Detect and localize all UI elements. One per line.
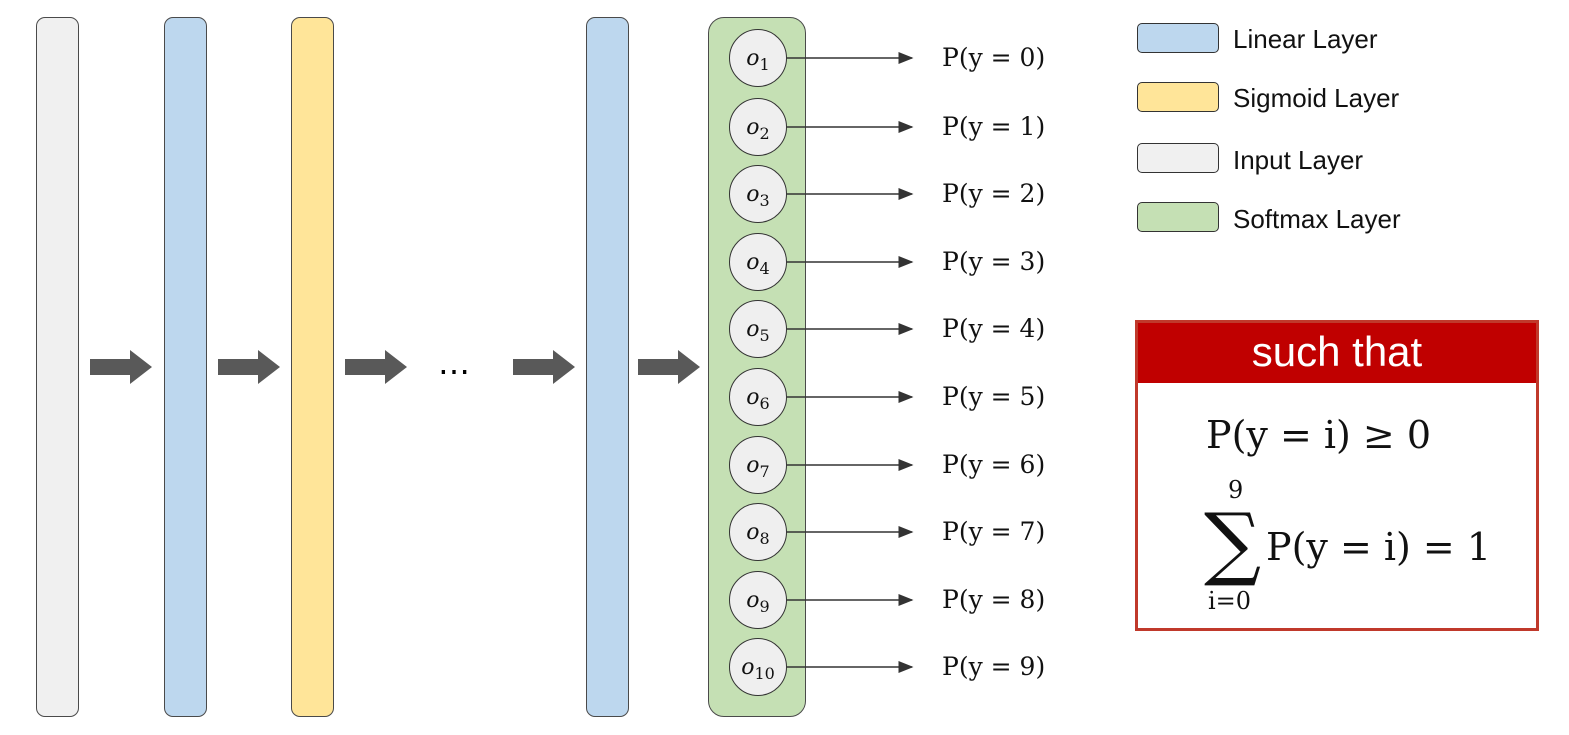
output-probability-label: P(y = 4) xyxy=(942,314,1046,343)
flow-arrow-4 xyxy=(513,350,575,384)
node-base: o xyxy=(746,181,760,207)
constraint-title: such that xyxy=(1138,323,1536,383)
output-probability-label: P(y = 5) xyxy=(942,382,1046,411)
flow-arrow-1 xyxy=(90,350,152,384)
ellipsis: … xyxy=(438,344,472,382)
constraint-sum-to-one: P(y = i) = 1 xyxy=(1266,525,1492,569)
node-subscript: 7 xyxy=(759,461,770,481)
legend-label-input: Input Layer xyxy=(1233,145,1364,175)
node-subscript: 10 xyxy=(754,663,775,683)
sum-upper-limit: 9 xyxy=(1228,476,1244,504)
output-probability-label: P(y = 7) xyxy=(942,517,1046,546)
legend-label-linear: Linear Layer xyxy=(1233,24,1378,54)
node-subscript: 9 xyxy=(759,596,770,616)
node-subscript: 6 xyxy=(759,393,770,413)
output-probability-label: P(y = 9) xyxy=(942,652,1046,681)
node-base: o xyxy=(746,316,760,342)
legend-swatch-sigmoid xyxy=(1137,82,1219,112)
input-layer xyxy=(36,17,79,717)
linear-layer-2 xyxy=(586,17,629,717)
output-probability-label: P(y = 3) xyxy=(942,247,1046,276)
flow-arrow-2 xyxy=(218,350,280,384)
node-subscript: 8 xyxy=(759,528,770,548)
legend-swatch-linear xyxy=(1137,23,1219,53)
sigmoid-layer xyxy=(291,17,334,717)
node-subscript: 4 xyxy=(759,258,770,278)
sum-symbol: ∑ xyxy=(1204,496,1262,589)
output-probability-label: P(y = 2) xyxy=(942,179,1046,208)
node-base: o xyxy=(746,452,760,478)
output-probability-label: P(y = 6) xyxy=(942,450,1046,479)
node-subscript: 2 xyxy=(759,123,770,143)
output-probability-label: P(y = 1) xyxy=(942,112,1046,141)
node-base: o xyxy=(746,45,760,71)
legend-swatch-softmax xyxy=(1137,202,1219,232)
node-base: o xyxy=(746,249,760,275)
node-base: o xyxy=(746,114,760,140)
node-subscript: 1 xyxy=(759,54,770,74)
flow-arrow-5 xyxy=(638,350,700,384)
output-probability-label: P(y = 0) xyxy=(942,43,1046,72)
node-base: o xyxy=(741,654,755,680)
sum-lower-limit: i=0 xyxy=(1208,587,1252,615)
legend-label-softmax: Softmax Layer xyxy=(1233,204,1401,234)
legend-swatch-input xyxy=(1137,143,1219,173)
node-base: o xyxy=(746,384,760,410)
node-subscript: 5 xyxy=(759,325,770,345)
constraint-box: such that P(y = i) ≥ 0 9 ∑ i=0 P(y = i) … xyxy=(1135,320,1539,631)
linear-layer-1 xyxy=(164,17,207,717)
node-subscript: 3 xyxy=(759,190,770,210)
constraint-nonnegative: P(y = i) ≥ 0 xyxy=(1206,413,1432,457)
flow-arrow-3 xyxy=(345,350,407,384)
node-base: o xyxy=(746,587,760,613)
output-probability-label: P(y = 8) xyxy=(942,585,1046,614)
legend-label-sigmoid: Sigmoid Layer xyxy=(1233,83,1400,113)
node-base: o xyxy=(746,519,760,545)
